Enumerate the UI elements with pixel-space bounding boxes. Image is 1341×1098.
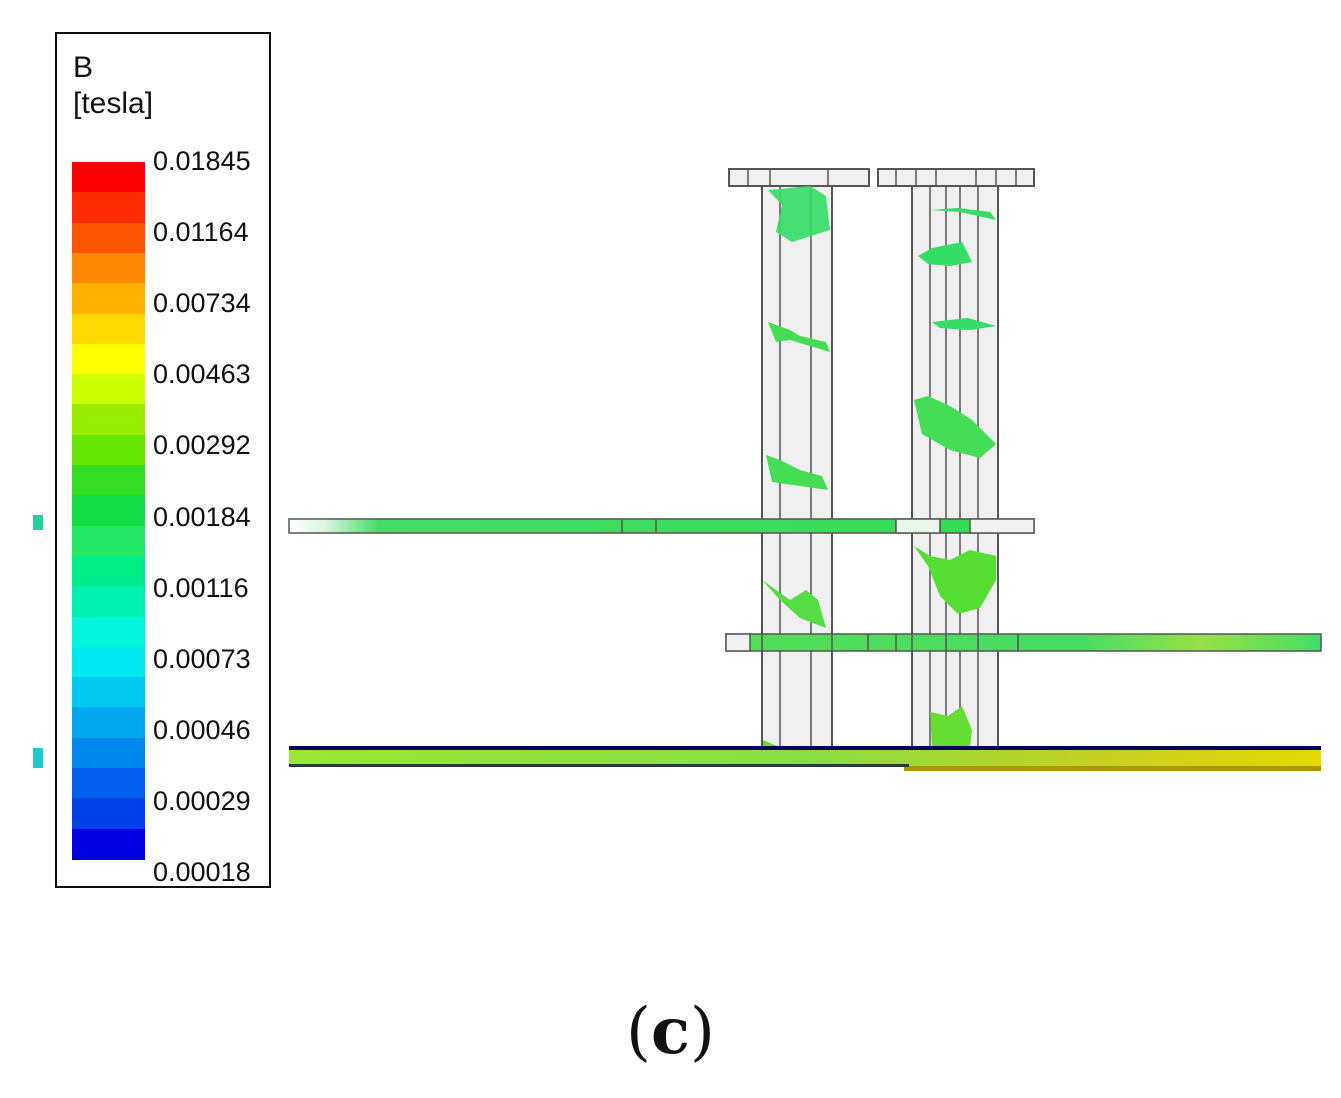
caption-letter: c [651,994,690,1069]
middle-beam [725,633,1322,652]
colorbar-band [72,374,145,406]
colorbar-tick-label: 0.00018 [153,857,251,887]
colorbar-band [72,252,145,284]
colorbar-tick-label: 0.00734 [153,288,251,319]
colorbar-band [72,343,145,375]
colorbar-band [72,616,145,648]
colorbar-tick-label: 0.00046 [153,714,251,745]
colorbar-tick-label: 0.00029 [153,785,251,816]
colorbar-band [72,798,145,830]
color-legend: B [tesla] 0.01845 0.01164 0.00734 0.00463 0.… [55,32,271,888]
colorbar-band [72,465,145,496]
colorbar-tick-label: 0.00463 [153,359,251,390]
colorbar-tick-label: 0.00292 [153,430,251,461]
colorbar-band [72,677,145,709]
upper-beam [288,518,1035,534]
colorbar-tick-label: 0.01845 [153,146,251,176]
bottom-conductor [289,746,1321,771]
colorbar-band [72,646,145,678]
top-plate-left [728,168,870,187]
edge-mark-upper [33,515,43,530]
colorbar-band [72,555,145,587]
top-plate-right [877,168,1035,187]
colorbar-tick-label: 0.00116 [153,572,249,603]
colorbar-tick-label: 0.00184 [153,501,251,532]
legend-quantity: B [73,51,94,84]
colorbar-band [72,192,145,224]
colorbar-band [72,737,145,769]
legend-unit: [tesla] [73,87,154,120]
colorbar-band [72,828,145,860]
caption-close: ) [689,995,715,1069]
figure-caption: (c) [0,992,1341,1072]
colorbar [72,162,145,860]
colorbar-band [72,434,145,466]
colorbar-band [72,768,145,799]
colorbar-tick-label: 0.00073 [153,643,251,674]
colorbar-band [72,222,145,254]
colorbar-band [72,586,145,618]
right-column [911,185,999,749]
colorbar-band [72,313,145,345]
colorbar-band [72,495,145,527]
colorbar-band [72,283,145,315]
colorbar-band [72,525,145,557]
edge-mark-lower [33,748,43,768]
caption-open: ( [626,995,652,1069]
colorbar-band [72,162,145,193]
colorbar-band [72,404,145,436]
colorbar-tick-label: 0.01164 [153,217,249,248]
field-patches [762,186,996,748]
colorbar-band [72,707,145,739]
field-plot [33,168,1322,771]
